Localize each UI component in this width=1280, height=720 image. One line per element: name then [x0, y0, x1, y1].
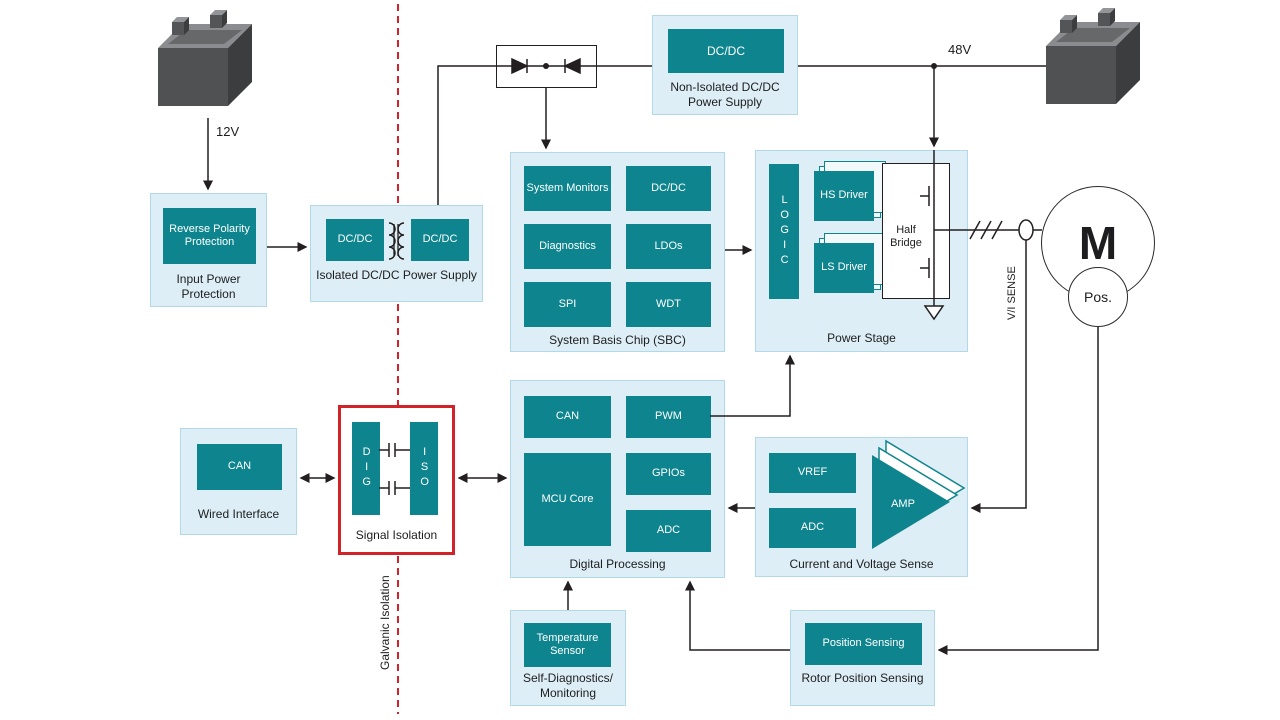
panel-sbc: System Monitors DC/DC Diagnostics LDOs S… — [510, 152, 725, 352]
panel-digital-processing: CAN PWM MCU Core GPIOs ADC Digital Proce… — [510, 380, 725, 578]
chip-gpios: GPIOs — [626, 453, 711, 495]
chip-wdt: WDT — [626, 282, 711, 327]
chip-digital-adc: ADC — [626, 510, 711, 552]
caption-sbc: System Basis Chip (SBC) — [549, 333, 686, 347]
chip-can: CAN — [524, 396, 611, 438]
label-48v: 48V — [948, 42, 972, 57]
caption-isolated-dcdc: Isolated DC/DC Power Supply — [316, 268, 477, 282]
caption-rotor-position-sensing: Rotor Position Sensing — [801, 671, 924, 685]
caption-signal-isolation: Signal Isolation — [355, 528, 438, 542]
panel-input-power-protection: Reverse Polarity Protection Input Power … — [150, 193, 267, 307]
wire-isolated-to-diodes — [437, 65, 496, 205]
panel-power-stage: LOGIC HS Driver LS Driver Half Bridge Po… — [755, 150, 968, 352]
chip-non-isolated-dcdc: DC/DC — [668, 29, 784, 73]
chip-pwm: PWM — [626, 396, 711, 438]
chip-isolated-dcdc-secondary: DC/DC — [411, 219, 469, 261]
chip-position-sensing: Position Sensing — [805, 623, 922, 665]
label-galvanic-isolation: Galvanic Isolation — [378, 575, 392, 670]
chip-mcu-core: MCU Core — [524, 453, 611, 546]
current-sense-loop-icon — [1018, 219, 1034, 241]
oring-diodes-box — [496, 45, 597, 88]
half-bridge-label: Half Bridge — [890, 224, 922, 250]
chip-diagnostics: Diagnostics — [524, 224, 611, 269]
half-bridge-box: Half Bridge — [882, 163, 950, 299]
chip-hs-driver: HS Driver — [814, 171, 874, 221]
panel-wired-interface: CAN Wired Interface — [180, 428, 297, 535]
junction-dot-48v — [931, 63, 937, 69]
panel-isolated-dcdc: DC/DC DC/DC Isolated DC/DC Power Supply — [310, 205, 483, 302]
caption-non-isolated-dcdc: Non-Isolated DC/DC Power Supply — [670, 80, 780, 109]
caption-digital-processing: Digital Processing — [569, 557, 666, 571]
chip-reverse-polarity-protection: Reverse Polarity Protection — [163, 208, 256, 264]
chip-system-monitors: System Monitors — [524, 166, 611, 211]
panel-rotor-position-sensing: Position Sensing Rotor Position Sensing — [790, 610, 935, 706]
caption-self-diagnostics: Self-Diagnostics/ Monitoring — [522, 671, 614, 700]
chip-iso: ISO — [410, 422, 438, 515]
signal-isolation-box: DIG ISO Signal Isolation — [338, 405, 455, 555]
chip-sense-adc: ADC — [769, 508, 856, 548]
three-phase-slashes-icon — [969, 220, 1003, 240]
battery-48v-illustration — [1034, 4, 1146, 121]
chip-vref: VREF — [769, 453, 856, 493]
chip-spi: SPI — [524, 282, 611, 327]
label-vi-sense: V/I SENSE — [1006, 266, 1018, 320]
caption-power-stage: Power Stage — [827, 331, 896, 345]
panel-current-voltage-sense: VREF ADC Current and Voltage Sense — [755, 437, 968, 577]
wire-rotor-to-digital — [685, 580, 790, 651]
chip-dig: DIG — [352, 422, 380, 515]
label-12v: 12V — [216, 124, 240, 139]
chip-isolated-dcdc-primary: DC/DC — [326, 219, 384, 261]
chip-ldos: LDOs — [626, 224, 711, 269]
chip-sbc-dcdc: DC/DC — [626, 166, 711, 211]
panel-self-diagnostics: Temperature Sensor Self-Diagnostics/ Mon… — [510, 610, 626, 706]
panel-non-isolated-dcdc: DC/DC Non-Isolated DC/DC Power Supply — [652, 15, 798, 115]
caption-wired-interface: Wired Interface — [197, 507, 280, 521]
chip-temperature-sensor: Temperature Sensor — [524, 623, 611, 667]
chip-ls-driver: LS Driver — [814, 243, 874, 293]
chip-wired-can: CAN — [197, 444, 282, 490]
caption-input-power-protection: Input Power Protection — [176, 272, 241, 301]
battery-12v-illustration — [146, 6, 258, 123]
caption-current-voltage-sense: Current and Voltage Sense — [789, 557, 934, 571]
position-sensor-circle: Pos. — [1068, 267, 1128, 327]
chip-logic: LOGIC — [769, 164, 799, 299]
